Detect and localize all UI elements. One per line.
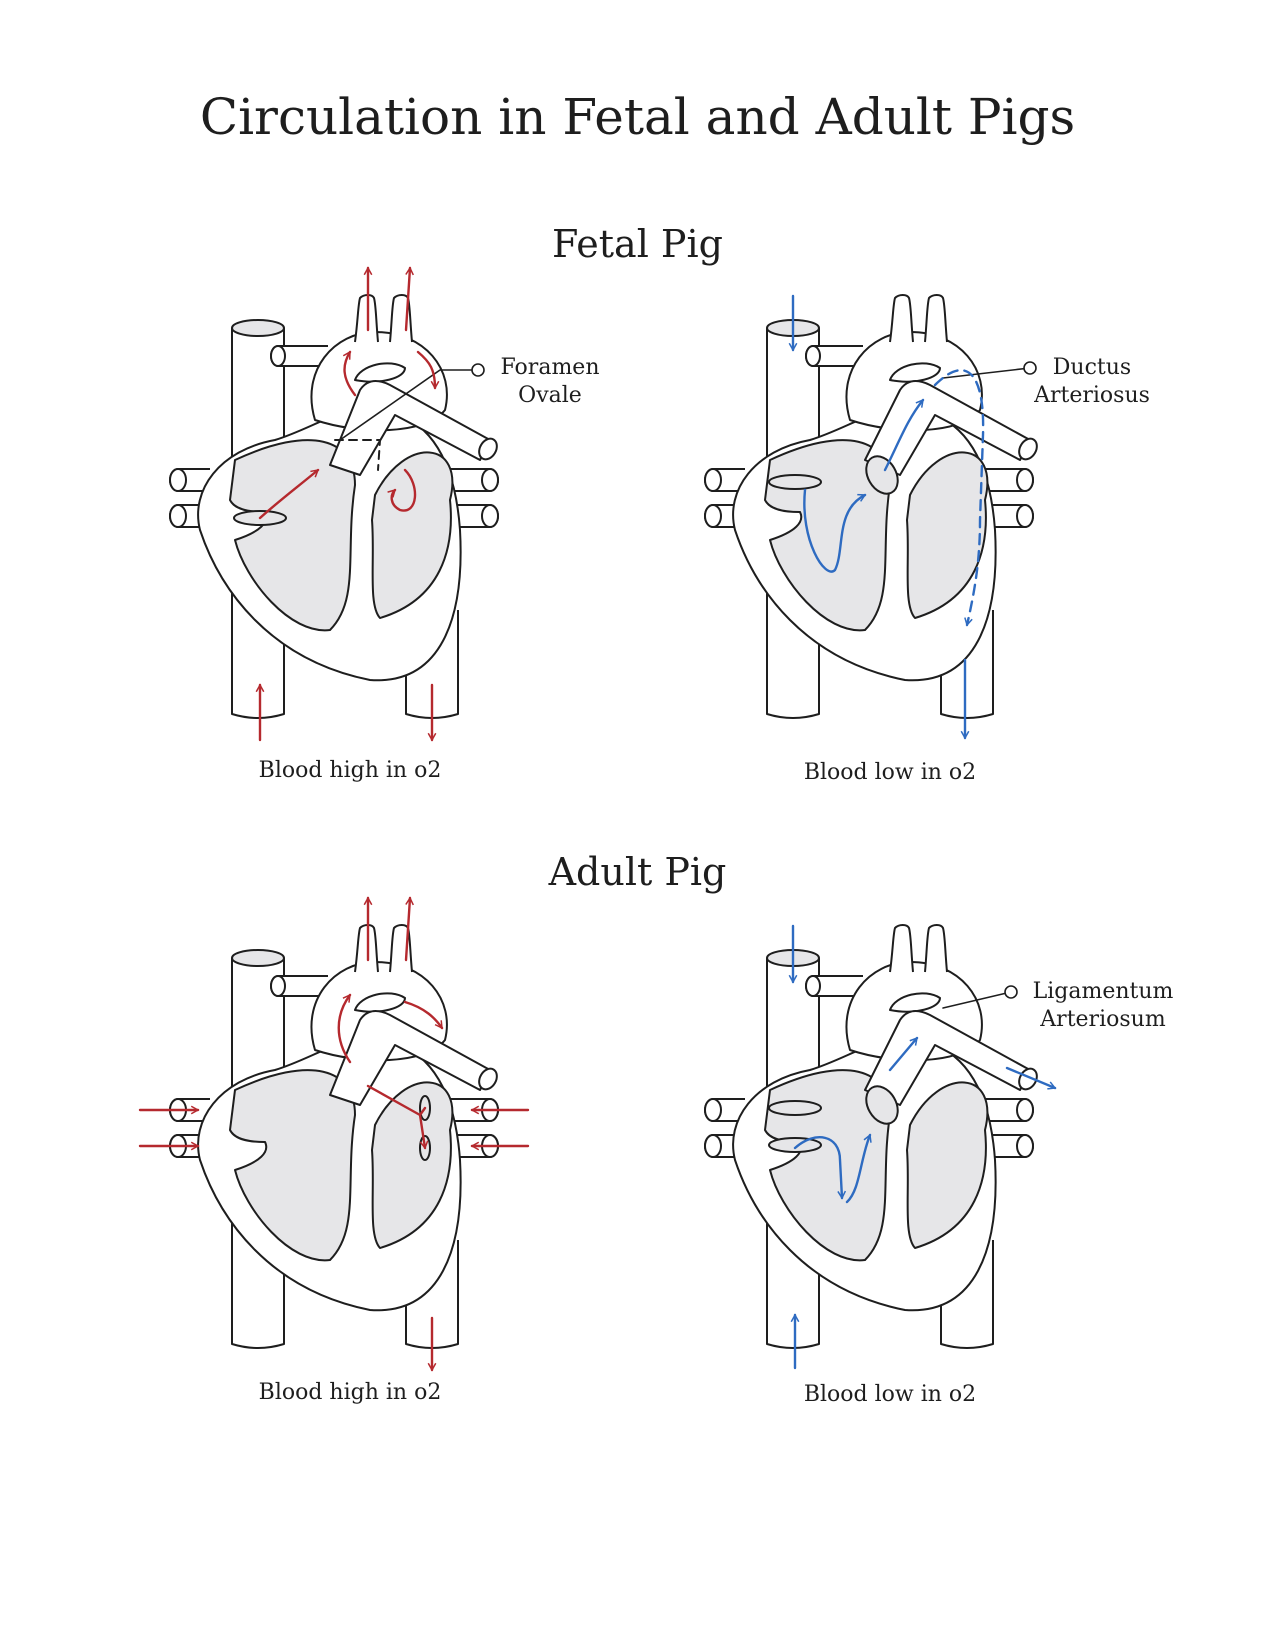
arch-vessel-left — [889, 924, 914, 973]
right-vein-upper-end — [1016, 1098, 1034, 1122]
oxygenated-flow-arrow-4 — [403, 1000, 444, 1028]
pulmonary-vein-stub-end — [270, 345, 286, 367]
pulmonary-vein-stub-end — [805, 345, 821, 367]
adult-high-o2-caption: Blood high in o2 — [258, 1380, 442, 1405]
left-vein-lower-end — [704, 504, 722, 528]
oxygenated-flow-arrow-2 — [404, 268, 410, 332]
fetal-section-heading: Fetal Pig — [552, 222, 723, 266]
left-vein-upper-end — [704, 1098, 722, 1122]
oxygenated-flow-arrow-9 — [366, 1084, 425, 1148]
pulmonary-trunk-base — [865, 455, 899, 495]
arch-vessel-left — [889, 294, 914, 343]
left-vein-lower-end — [704, 1134, 722, 1158]
pulmonary-trunk-end — [478, 437, 498, 461]
adult-section-heading: Adult Pig — [548, 850, 727, 894]
label-leader-dot — [1023, 361, 1037, 375]
fetal-low-o2-caption: Blood low in o2 — [803, 760, 977, 785]
pulmonary-trunk — [329, 380, 491, 476]
oxygenated-flow-arrow-3 — [337, 995, 352, 1064]
pulmonary-trunk-base — [865, 1085, 899, 1125]
septal-oval-1 — [768, 1100, 822, 1116]
label-leader-line — [339, 369, 479, 441]
foramen-ovale-label-line1: Foramen — [500, 355, 600, 380]
oxygenated-flow-arrow-3 — [345, 352, 357, 397]
deoxygenated-flow-arrow-3 — [883, 400, 925, 472]
right-vein-upper-end — [1016, 468, 1034, 492]
pulmonary-vein-stub-end — [270, 975, 286, 997]
oxygenated-flow-arrow-5 — [258, 468, 320, 520]
label-leader-dot — [1004, 985, 1018, 999]
fetal-high-o2-caption: Blood high in o2 — [258, 758, 442, 783]
foramen-ovale-label: Foramen Ovale — [495, 354, 605, 410]
septal-oval-2 — [768, 1137, 822, 1153]
adult-low-o2-heart-diagram — [704, 924, 1085, 1370]
pulmonary-vein-stub-end — [805, 975, 821, 997]
adult-high-o2-heart-diagram — [138, 890, 530, 1390]
foramen-ovale-label-line2: Ovale — [518, 383, 582, 408]
left-vein-upper-end — [704, 468, 722, 492]
right-vein-lower-end — [1016, 1134, 1034, 1158]
septal-oval-1 — [768, 474, 822, 490]
ductus-arteriosus-label-line2: Arteriosus — [1034, 383, 1150, 408]
pulmonary-trunk — [329, 1010, 491, 1106]
label-leader-line — [942, 991, 1012, 1009]
arch-vessel-right — [924, 924, 948, 973]
arch-vessel-left — [354, 294, 379, 343]
pulmonary-trunk — [864, 1010, 1031, 1106]
fetal-high-o2-heart-diagram — [169, 260, 499, 760]
arch-vessel-right — [924, 294, 948, 343]
deoxygenated-flow-arrow-4 — [888, 1036, 919, 1072]
deoxygenated-flow-arrow-2 — [793, 1136, 842, 1198]
foramen-outline — [334, 439, 381, 471]
fetal-low-o2-heart-diagram — [704, 294, 1038, 760]
oxygenated-flow-arrow-2 — [404, 898, 410, 962]
arch-vessel-left — [354, 924, 379, 973]
ductus-arteriosus-label-line1: Ductus — [1052, 355, 1132, 380]
left-vein-upper-end — [169, 468, 187, 492]
page-title: Circulation in Fetal and Adult Pigs — [199, 88, 1076, 146]
right-ventricle — [371, 1081, 454, 1249]
ligamentum-arteriosum-label-line1: Ligamentum — [1032, 979, 1174, 1004]
ligamentum-arteriosum-label-line2: Arteriosum — [1040, 1007, 1166, 1032]
right-vein-lower-end — [481, 504, 499, 528]
ductus-arteriosus-label: Ductus Arteriosus — [1032, 354, 1152, 410]
right-vein-upper-end — [481, 468, 499, 492]
label-leader-line — [942, 367, 1031, 379]
deoxygenated-flow-arrow-3 — [845, 1135, 870, 1204]
label-leader-dot — [471, 363, 485, 377]
vena-cava-top — [231, 319, 285, 337]
right-vein-lower-end — [1016, 504, 1034, 528]
deoxygenated-flow-arrow-2 — [803, 488, 865, 573]
right-ventricle — [906, 1081, 989, 1249]
pulmonary-trunk-end — [1018, 437, 1038, 461]
oxygenated-flow-arrow-4 — [416, 350, 435, 388]
deoxygenated-flow-arrow-4 — [933, 368, 985, 625]
vena-cava-top — [231, 949, 285, 967]
oxygenated-flow-arrow-6 — [392, 468, 417, 512]
deoxygenated-flow-arrow-5 — [1005, 1066, 1055, 1088]
ligamentum-arteriosum-label: Ligamentum Arteriosum — [1028, 978, 1178, 1034]
pulmonary-trunk — [864, 380, 1031, 476]
pulmonary-trunk-end — [478, 1067, 498, 1091]
left-vein-lower-end — [169, 504, 187, 528]
adult-low-o2-caption: Blood low in o2 — [803, 1382, 977, 1407]
